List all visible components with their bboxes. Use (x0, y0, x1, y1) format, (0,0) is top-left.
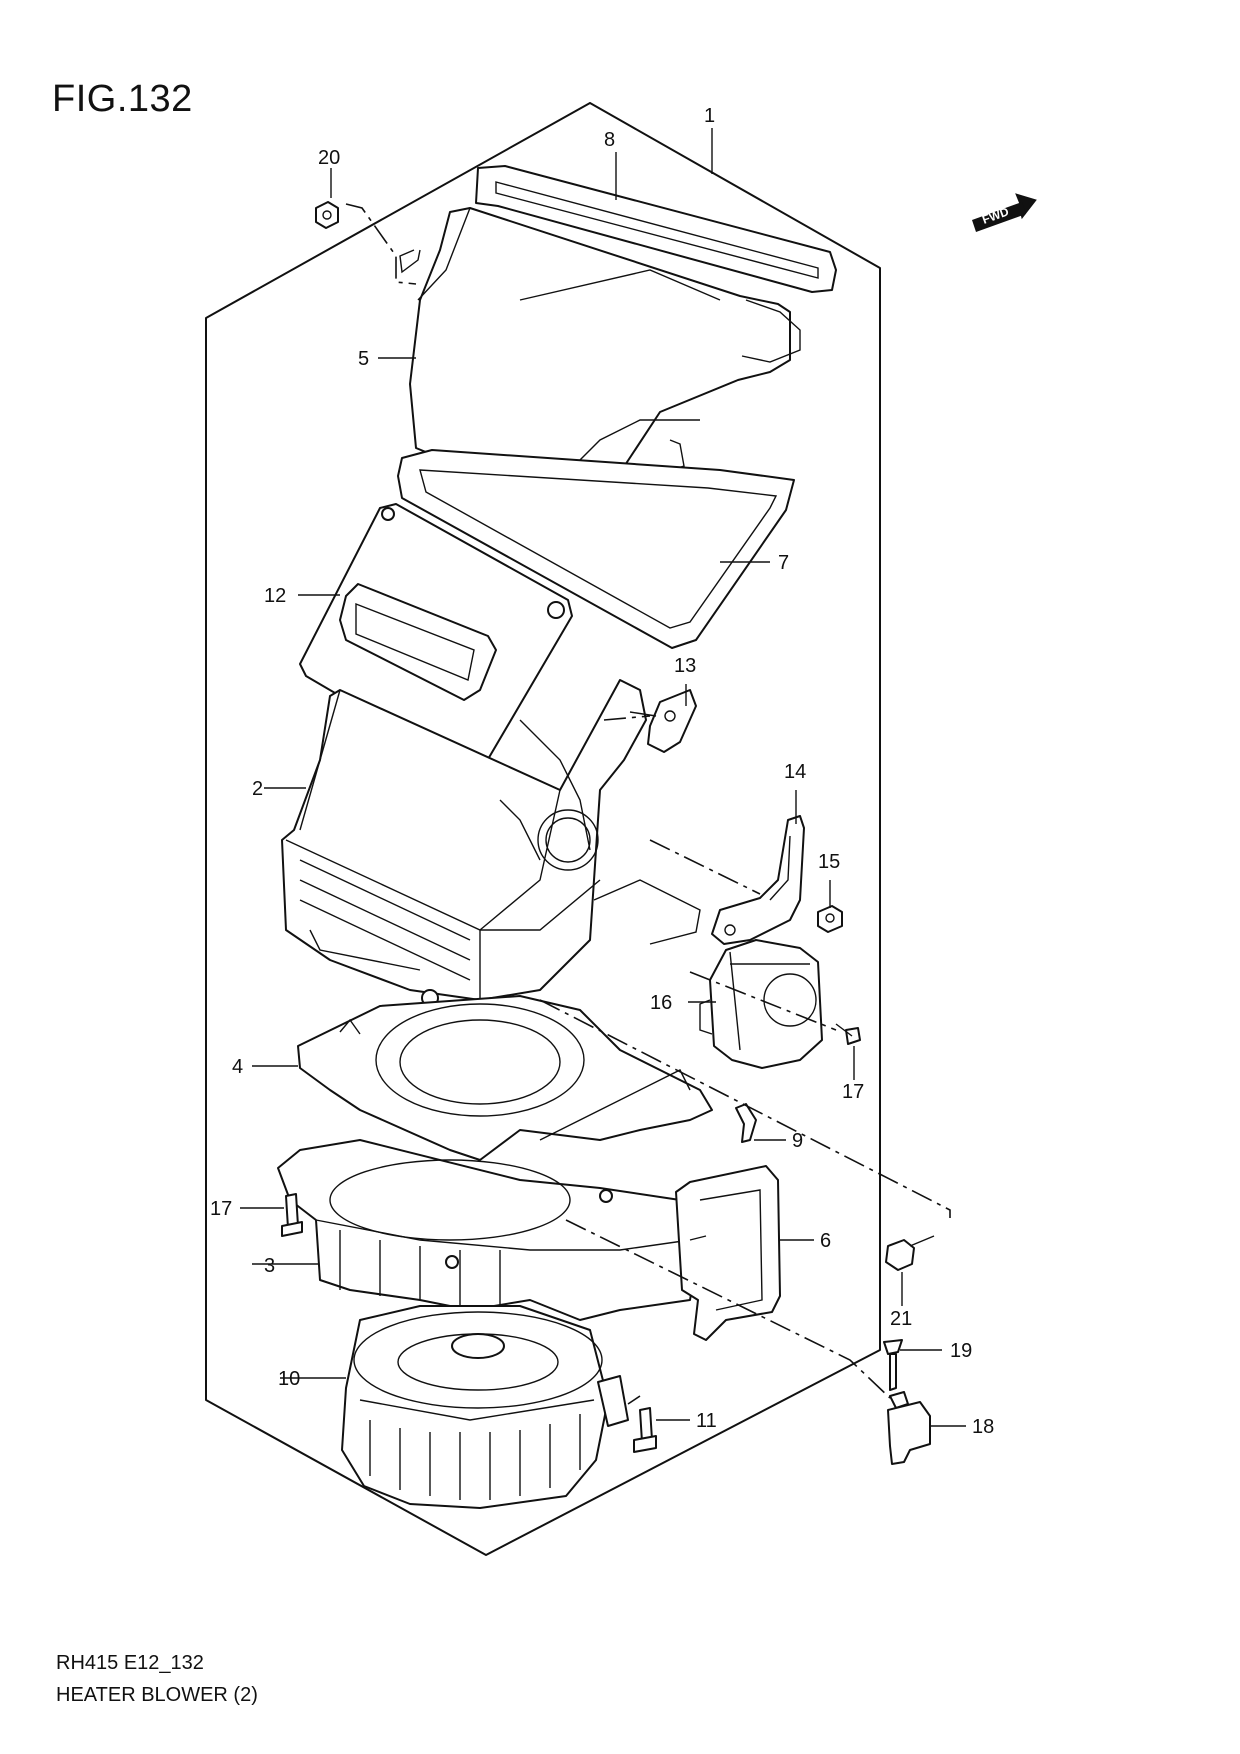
callout-5: 5 (358, 348, 369, 370)
part-7-lower-gasket[interactable] (397, 449, 795, 649)
part-5-intake-duct[interactable] (399, 207, 801, 499)
part-10-blower-motor[interactable] (341, 1305, 629, 1509)
callout-21: 21 (890, 1308, 912, 1330)
part-20-nut[interactable] (315, 201, 339, 229)
part-14-link-arm[interactable] (711, 815, 805, 945)
callout-18: 18 (972, 1416, 994, 1438)
callout-2: 2 (252, 778, 263, 800)
callout-9: 9 (792, 1130, 803, 1152)
alignment-line-18 (565, 1219, 891, 1399)
part-11-screw[interactable] (633, 1407, 657, 1453)
part-15-nut[interactable] (817, 905, 843, 933)
part-17-screw-upper[interactable] (835, 1023, 861, 1045)
callout-14: 14 (784, 761, 806, 783)
assembly-boundary (205, 102, 881, 1556)
callout-8: 8 (604, 129, 615, 151)
part-4-fan-housing-upper[interactable] (297, 995, 713, 1161)
part-21-screw-washer[interactable] (885, 1235, 935, 1271)
part-3-scroll-housing[interactable] (277, 1139, 701, 1321)
callout-13: 13 (674, 655, 696, 677)
part-16-servo-actuator[interactable] (699, 939, 823, 1069)
figure-title: FIG.132 (52, 78, 193, 120)
callout-17-lower: 17 (210, 1198, 232, 1220)
callout-10: 10 (278, 1368, 300, 1390)
callout-4: 4 (232, 1056, 243, 1078)
alignment-line-14 (649, 839, 761, 895)
part-2-blower-case[interactable] (281, 679, 701, 1007)
callout-11: 11 (696, 1410, 717, 1432)
alignment-line-21 (539, 999, 951, 1218)
callout-6: 6 (820, 1230, 831, 1252)
part-8-upper-gasket[interactable] (475, 165, 837, 293)
callout-12: 12 (264, 585, 286, 607)
callout-16: 16 (650, 992, 672, 1014)
diagram-name: HEATER BLOWER (2) (56, 1684, 258, 1706)
diagram-code: RH415 E12_132 (56, 1652, 204, 1674)
part-6-duct-bracket[interactable] (675, 1165, 781, 1341)
fwd-direction-badge: FWD (972, 193, 1037, 232)
callout-7: 7 (778, 552, 789, 574)
callout-20: 20 (318, 147, 340, 169)
callout-19: 19 (950, 1340, 972, 1362)
callout-17-upper: 17 (842, 1081, 864, 1103)
part-13-lever[interactable] (629, 689, 697, 753)
part-19-screw[interactable] (883, 1339, 903, 1391)
alignment-line-20 (345, 203, 417, 285)
callout-labels: 1 2 3 4 5 6 7 8 9 10 11 12 13 14 15 16 1… (210, 105, 994, 1438)
leader-lines (240, 128, 966, 1427)
alignment-line-11 (627, 1395, 641, 1405)
callout-3: 3 (264, 1255, 275, 1277)
part-9-clip[interactable] (735, 1103, 757, 1143)
alignment-line-13 (603, 715, 651, 721)
part-17-screw-lower[interactable] (281, 1193, 303, 1237)
part-18-sensor[interactable] (887, 1391, 931, 1465)
alignment-line-17-upper (689, 971, 837, 1031)
callout-15: 15 (818, 851, 840, 873)
callout-1: 1 (704, 105, 715, 127)
